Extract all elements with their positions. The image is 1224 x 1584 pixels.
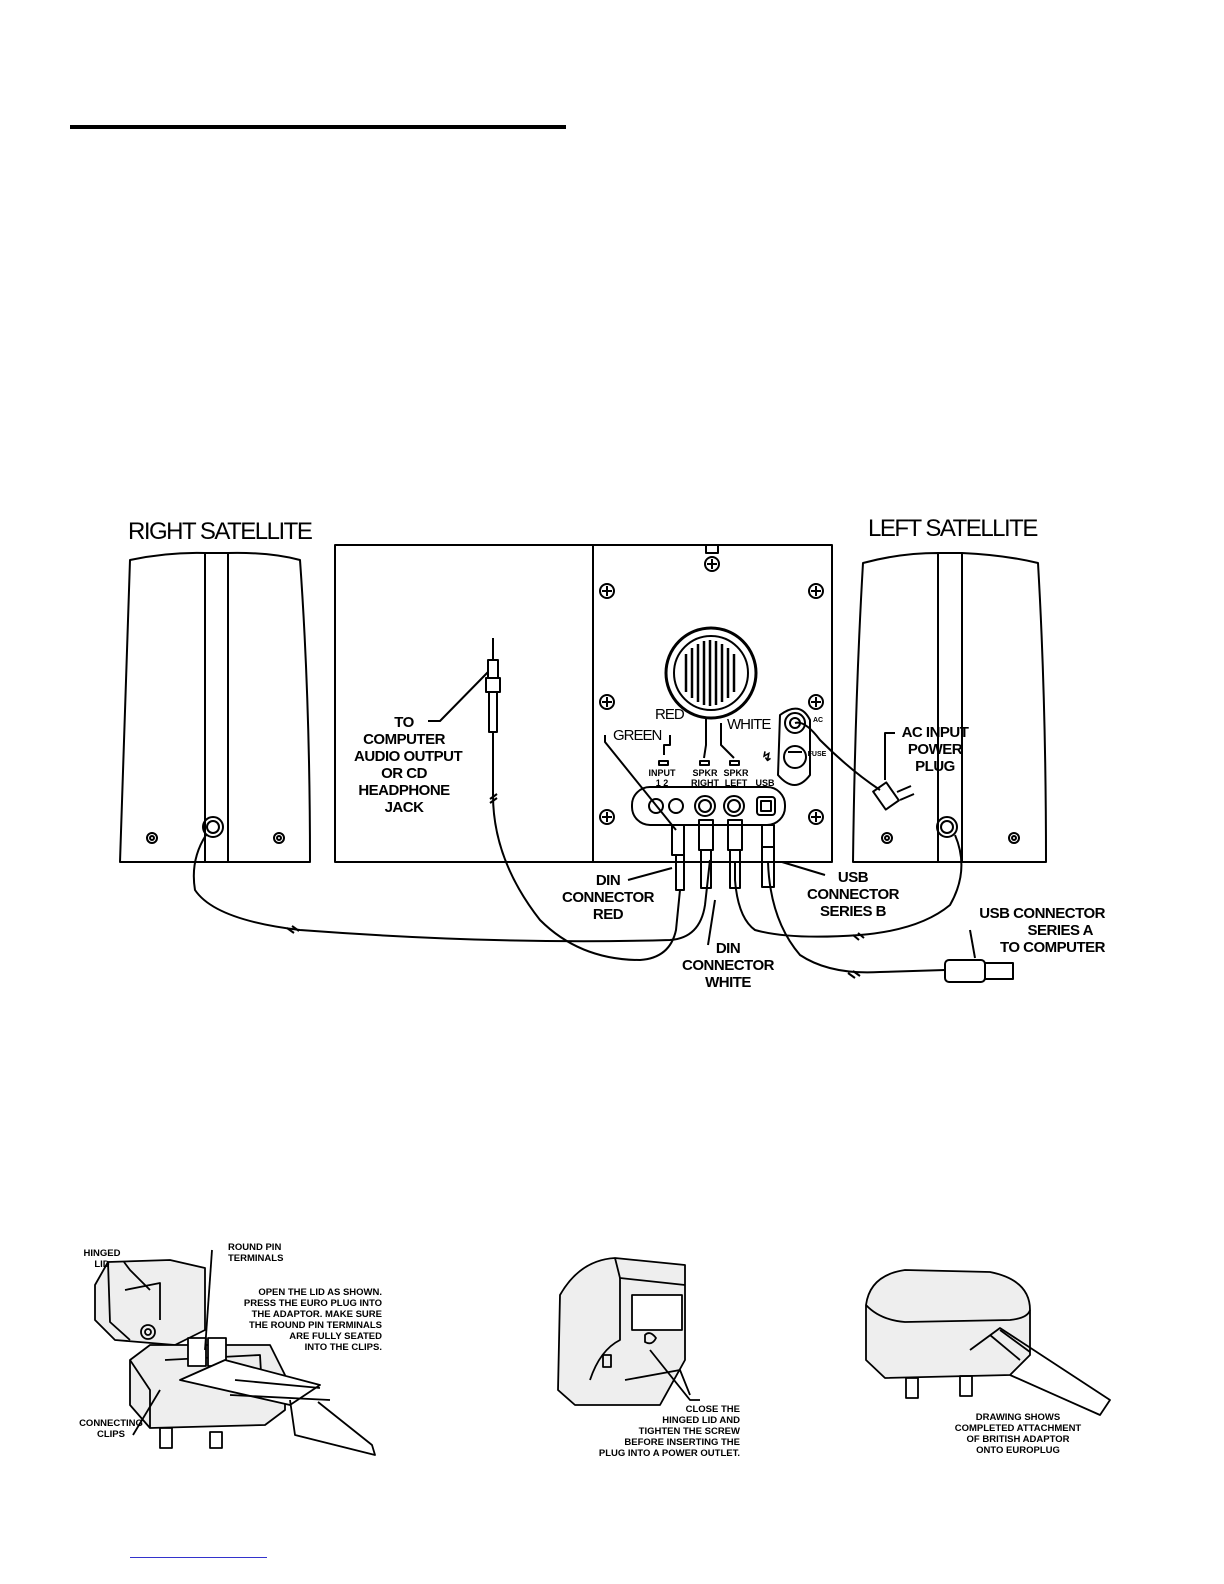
audio-callout-line: HEADPHONE bbox=[358, 782, 450, 799]
din-red-callout: DIN CONNECTOR RED bbox=[558, 872, 658, 923]
audio-callout-line: AUDIO OUTPUT bbox=[354, 748, 463, 765]
hinged-lid-line: LID bbox=[94, 1259, 110, 1270]
usb-a-line: TO COMPUTER bbox=[999, 939, 1106, 956]
spkr-right-line: RIGHT bbox=[691, 778, 719, 788]
white-wire-label: WHITE bbox=[727, 716, 771, 733]
din-white-callout: DIN CONNECTOR WHITE bbox=[678, 940, 778, 991]
power-cord bbox=[794, 721, 881, 791]
green-wire-label: GREEN bbox=[613, 727, 662, 744]
usb-b-line: CONNECTOR bbox=[807, 886, 899, 903]
input-port-label: INPUT 1 2 bbox=[647, 768, 677, 788]
usb-series-a-callout: USB CONNECTOR SERIES A TO COMPUTER bbox=[960, 905, 1105, 956]
connecting-clips-line: CONNECTING bbox=[79, 1418, 143, 1429]
header-rule bbox=[70, 125, 566, 129]
footer-link-underline bbox=[130, 1557, 267, 1558]
ac-input-line: AC INPUT bbox=[901, 724, 969, 741]
close-instruction-line: PLUG INTO A POWER OUTLET. bbox=[598, 1448, 740, 1459]
spkr-right-port-label: SPKR RIGHT bbox=[689, 768, 721, 788]
right-satellite-cable bbox=[192, 834, 711, 943]
completed-caption-line: DRAWING SHOWS bbox=[975, 1412, 1061, 1423]
instruction-line: ARE FULLY SEATED bbox=[289, 1331, 382, 1342]
instruction-line: PRESS THE EURO PLUG INTO bbox=[243, 1298, 382, 1309]
audio-callout-line: JACK bbox=[384, 799, 424, 816]
close-instruction-line: TIGHTEN THE SCREW bbox=[638, 1426, 740, 1437]
round-pin-line: ROUND PIN bbox=[228, 1242, 282, 1253]
audio-callout-line: COMPUTER bbox=[363, 731, 445, 748]
input-label-text: INPUT bbox=[648, 768, 676, 778]
adaptor-figure-open-lid bbox=[94, 1249, 376, 1456]
spkr-left-line: SPKR bbox=[723, 768, 749, 778]
usb-symbol-icon: ↯ bbox=[761, 749, 773, 764]
hinged-lid-label: HINGED LID bbox=[78, 1248, 126, 1270]
din-white-line: CONNECTOR bbox=[682, 957, 774, 974]
round-pin-terminals-label: ROUND PIN TERMINALS bbox=[228, 1242, 283, 1264]
ac-input-callout: AC INPUT POWER PLUG bbox=[890, 724, 980, 775]
completed-caption-line: COMPLETED ATTACHMENT bbox=[954, 1423, 1082, 1434]
round-pin-line: TERMINALS bbox=[228, 1253, 284, 1264]
left-satellite-title: LEFT SATELLITE bbox=[868, 515, 1038, 542]
completed-caption-line: ONTO EUROPLUG bbox=[976, 1445, 1060, 1456]
instruction-line: INTO THE CLIPS. bbox=[304, 1342, 382, 1353]
instruction-line: THE ROUND PIN TERMINALS bbox=[249, 1320, 382, 1331]
audio-callout-line: OR CD bbox=[381, 765, 427, 782]
usb-a-line: SERIES A bbox=[1027, 922, 1094, 939]
spkr-left-port-label: SPKR LEFT bbox=[720, 768, 752, 788]
close-instruction-line: BEFORE INSERTING THE bbox=[624, 1437, 740, 1448]
spkr-left-line: LEFT bbox=[724, 778, 748, 788]
adaptor-figure-completed bbox=[865, 1269, 1111, 1416]
connecting-clips-label: CONNECTING CLIPS bbox=[74, 1418, 148, 1440]
audio-callout-line: TO bbox=[394, 714, 414, 731]
usb-series-b-callout: USB CONNECTOR SERIES B bbox=[803, 869, 903, 920]
spkr-right-line: SPKR bbox=[692, 768, 718, 778]
hinged-lid-line: HINGED bbox=[83, 1248, 121, 1259]
instruction-line: THE ADAPTOR. MAKE SURE bbox=[251, 1309, 382, 1320]
right-satellite-speaker bbox=[119, 551, 311, 863]
completed-attachment-caption: DRAWING SHOWS COMPLETED ATTACHMENT OF BR… bbox=[944, 1412, 1092, 1456]
right-satellite-title: RIGHT SATELLITE bbox=[128, 518, 313, 545]
close-instruction-line: CLOSE THE bbox=[685, 1404, 740, 1415]
din-red-line: DIN bbox=[595, 872, 621, 889]
input-numbers-text: 1 2 bbox=[655, 778, 669, 788]
instruction-line: OPEN THE LID AS SHOWN. bbox=[258, 1287, 382, 1298]
close-instruction-line: HINGED LID AND bbox=[662, 1415, 740, 1426]
fuse-label: FUSE bbox=[807, 751, 827, 758]
close-lid-instructions: CLOSE THE HINGED LID AND TIGHTEN THE SCR… bbox=[588, 1404, 740, 1459]
left-satellite-speaker bbox=[852, 552, 1047, 863]
audio-output-callout: TO COMPUTER AUDIO OUTPUT OR CD HEADPHONE… bbox=[354, 714, 463, 816]
usb-b-line: SERIES B bbox=[819, 903, 887, 920]
usb-port-label: USB bbox=[755, 778, 775, 788]
din-white-line: WHITE bbox=[705, 974, 751, 991]
usb-b-line: USB bbox=[837, 869, 869, 886]
ac-input-line: POWER bbox=[907, 741, 963, 758]
ac-label: AC bbox=[812, 717, 824, 724]
din-white-line: DIN bbox=[715, 940, 741, 957]
usb-a-line: USB CONNECTOR bbox=[979, 905, 1105, 922]
completed-caption-line: OF BRITISH ADAPTOR bbox=[966, 1434, 1070, 1445]
subwoofer-back-panel bbox=[334, 544, 833, 863]
adaptor-figure-close-lid bbox=[557, 1257, 700, 1406]
red-wire-label: RED bbox=[655, 706, 685, 723]
usb-cable bbox=[767, 861, 946, 974]
ac-input-line: PLUG bbox=[915, 758, 955, 775]
din-red-line: CONNECTOR bbox=[562, 889, 654, 906]
open-lid-instructions: OPEN THE LID AS SHOWN. PRESS THE EURO PL… bbox=[228, 1287, 382, 1353]
connecting-clips-line: CLIPS bbox=[97, 1429, 125, 1440]
din-red-line: RED bbox=[592, 906, 624, 923]
